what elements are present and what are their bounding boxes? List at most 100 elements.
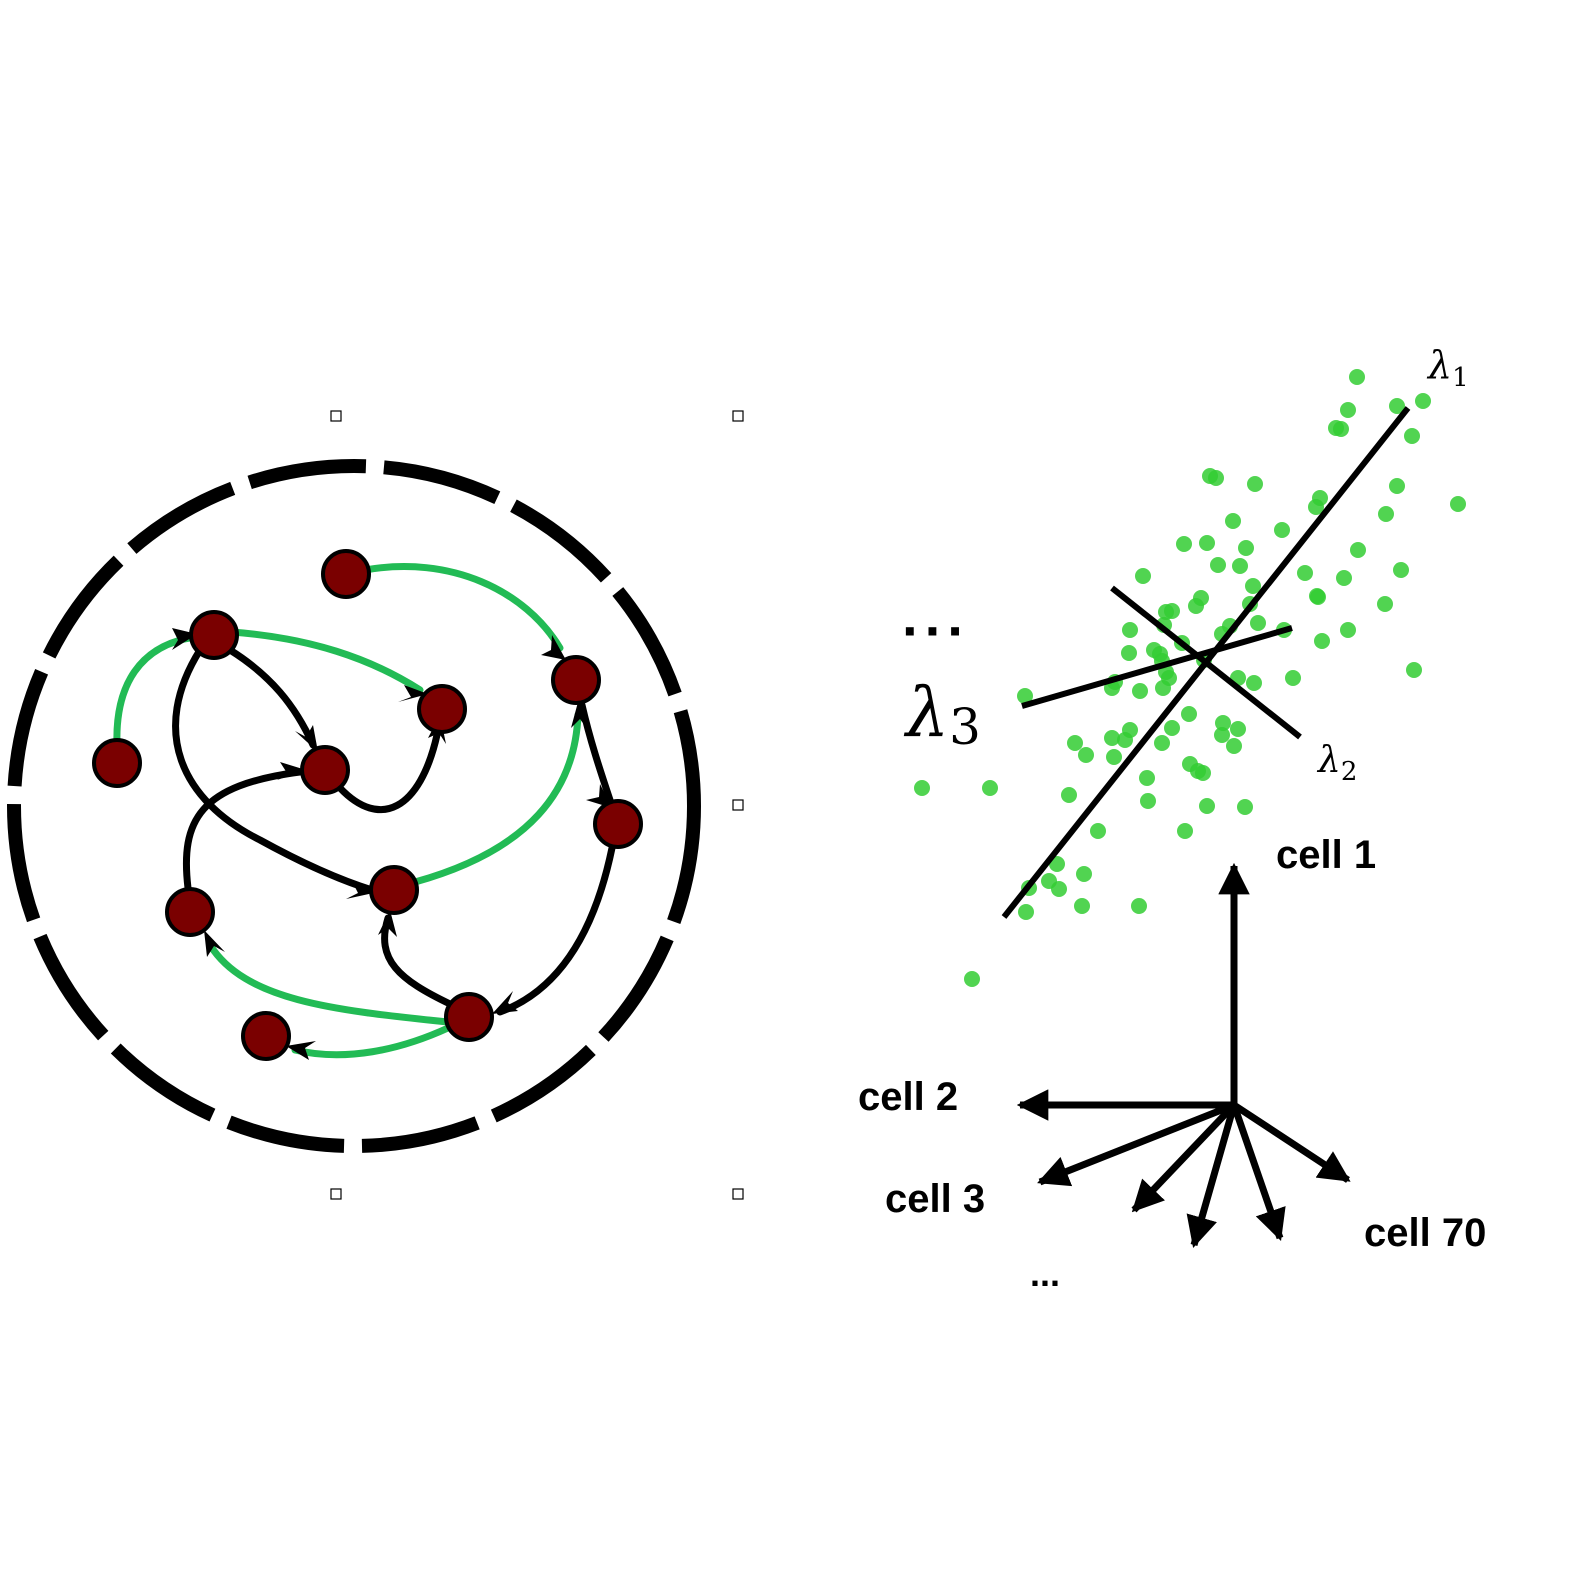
scatter-point: [1250, 615, 1266, 631]
scatter-point: [1247, 476, 1263, 492]
arrowhead: [204, 930, 225, 957]
scatter-point: [1188, 598, 1204, 614]
lambda3-label: λ3: [903, 674, 981, 756]
black-link: [172, 646, 376, 894]
scatter-point: [1238, 540, 1254, 556]
scatter-point: [1140, 793, 1156, 809]
axis-label-ellipsis: ...: [1030, 1253, 1060, 1294]
scatter-point: [1132, 683, 1148, 699]
principal-axes: [1001, 406, 1411, 919]
node: [369, 865, 419, 915]
node: [300, 745, 350, 795]
arrowhead: [541, 635, 566, 660]
arrowhead: [277, 762, 306, 780]
axis-extra: [1230, 1103, 1286, 1241]
arrowhead: [398, 685, 428, 702]
scatter-point: [1018, 904, 1034, 920]
axis-cell70: [1232, 1102, 1351, 1183]
scatter-point: [1340, 622, 1356, 638]
scatter-point: [1450, 496, 1466, 512]
arrowhead: [492, 991, 518, 1014]
scatter-point: [1017, 688, 1033, 704]
black-link: [381, 914, 454, 1008]
node: [189, 610, 239, 660]
handle-top-left[interactable]: [330, 410, 342, 422]
handle-bottom-right[interactable]: [732, 1188, 744, 1200]
scatter-point: [1139, 770, 1155, 786]
selection-handles[interactable]: [330, 410, 744, 1200]
scatter-point: [1377, 596, 1393, 612]
scatter-point: [1177, 823, 1193, 839]
green-link: [228, 628, 424, 694]
scatter-point: [1225, 513, 1241, 529]
scatter-point: [1208, 470, 1224, 486]
handle-bottom-left[interactable]: [330, 1188, 342, 1200]
handle-top-right[interactable]: [732, 410, 744, 422]
axis-extra: [1131, 1102, 1237, 1213]
scatter-point: [1226, 738, 1242, 754]
arrowhead: [586, 784, 612, 808]
scatter-point: [1155, 680, 1171, 696]
black-link: [578, 701, 614, 804]
green-link: [411, 711, 582, 886]
scatter-point: [1378, 506, 1394, 522]
arrowhead: [295, 725, 318, 752]
lambda1-label: λ1: [1426, 343, 1469, 393]
black-link: [226, 646, 317, 749]
scatter-point: [1336, 570, 1352, 586]
scatter-point: [982, 780, 998, 796]
scatter-point: [1389, 478, 1405, 494]
green-links: [113, 563, 582, 1059]
green-link: [361, 563, 564, 652]
scatter-point: [1340, 402, 1356, 418]
scatter-point: [964, 971, 980, 987]
scatter-point: [1067, 735, 1083, 751]
green-link: [291, 1024, 452, 1059]
axis-cell3: [1037, 1101, 1236, 1187]
arrowhead: [346, 881, 378, 899]
black-link: [182, 768, 304, 892]
node: [241, 1011, 291, 1061]
scatter-point: [1199, 535, 1215, 551]
axis-label-cell2: cell 2: [858, 1075, 958, 1119]
scatter-point: [1078, 747, 1094, 763]
axis-extra: [1186, 1104, 1238, 1249]
lambda2-label: λ2: [1316, 740, 1357, 787]
black-arrowheads: [277, 715, 612, 1014]
cell-axes: [1016, 862, 1351, 1249]
scatter-point: [1121, 645, 1137, 661]
scatter-point: [1074, 898, 1090, 914]
scatter-point: [1350, 542, 1366, 558]
axis-label-cell70: cell 70: [1364, 1211, 1486, 1255]
scatter-point: [1164, 720, 1180, 736]
scatter-point: [1122, 622, 1138, 638]
scatter-point: [1051, 881, 1067, 897]
scatter-point: [1274, 522, 1290, 538]
scatter-point: [1245, 578, 1261, 594]
scatter-point: [1415, 393, 1431, 409]
scatter-point: [1314, 633, 1330, 649]
scatter-point: [1308, 499, 1324, 515]
scatter-point: [1230, 721, 1246, 737]
node: [593, 799, 643, 849]
scatter-point: [1210, 557, 1226, 573]
node: [165, 887, 215, 937]
cell-boundary-circle: [7, 459, 701, 1153]
handle-mid-right[interactable]: [732, 799, 744, 811]
scatter-point: [1389, 398, 1405, 414]
scatter-point: [1061, 787, 1077, 803]
green-link: [206, 941, 452, 1026]
lambda-ellipsis: ···: [902, 599, 970, 662]
scatter-point: [1237, 799, 1253, 815]
green-link: [113, 633, 199, 749]
scatter-point: [1106, 749, 1122, 765]
scatter-point: [1117, 732, 1133, 748]
scatter-point: [1333, 421, 1349, 437]
scatter-point: [1349, 369, 1365, 385]
scatter-point: [1214, 727, 1230, 743]
scatter-point: [1135, 568, 1151, 584]
scatter-point: [1285, 670, 1301, 686]
black-link: [336, 731, 441, 814]
scatter-point: [1131, 898, 1147, 914]
